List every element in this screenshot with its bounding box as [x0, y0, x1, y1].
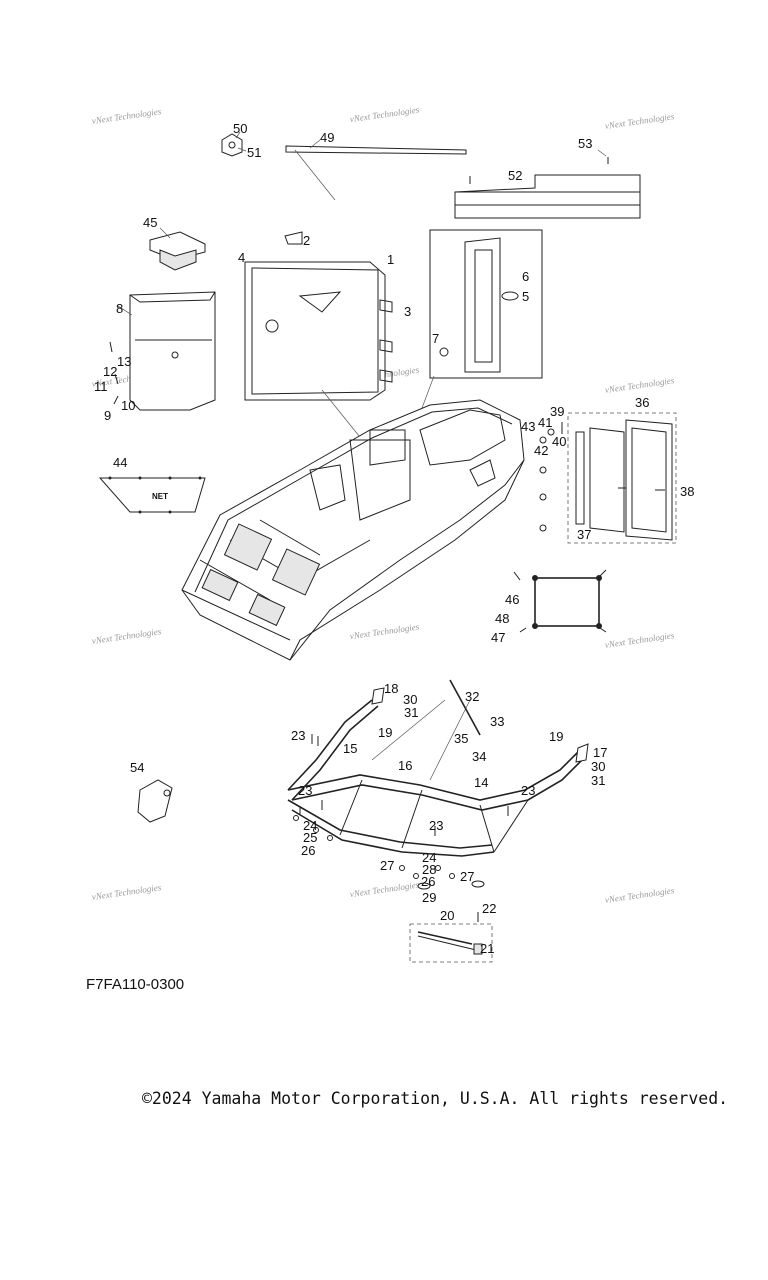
callout-9: 9 — [104, 408, 111, 423]
watermark: vNext Technologies — [604, 885, 675, 905]
part-net-44: NET — [98, 476, 206, 514]
callout-25: 25 — [303, 830, 317, 845]
callout-27b: 27 — [460, 869, 474, 884]
callout-13: 13 — [117, 354, 131, 369]
net-label: NET — [152, 492, 168, 501]
callout-23d: 23 — [521, 783, 535, 798]
callout-23a: 23 — [291, 728, 305, 743]
callout-12: 12 — [103, 364, 117, 379]
callout-32: 32 — [465, 689, 479, 704]
callout-30a: 30 — [403, 692, 417, 707]
copyright-notice: ©2024 Yamaha Motor Corporation, U.S.A. A… — [142, 1089, 729, 1108]
part-wiper-20 — [409, 912, 493, 963]
callout-10: 10 — [121, 398, 135, 413]
callout-52: 52 — [508, 168, 522, 183]
callout-51: 51 — [247, 145, 261, 160]
callout-37: 37 — [577, 527, 591, 542]
callout-18: 18 — [384, 681, 398, 696]
part-fasteners-39-43 — [539, 422, 563, 532]
part-box-45 — [149, 227, 206, 271]
callout-3: 3 — [404, 304, 411, 319]
callout-17: 17 — [593, 745, 607, 760]
callout-50: 50 — [233, 121, 247, 136]
boat-hull — [181, 399, 525, 661]
callout-21: 21 — [480, 941, 494, 956]
callout-41: 41 — [538, 415, 552, 430]
callout-36: 36 — [635, 395, 649, 410]
part-clip-50 — [221, 131, 247, 157]
callout-23c: 23 — [429, 818, 443, 833]
callout-40: 40 — [552, 434, 566, 449]
part-hatch-36 — [567, 412, 677, 544]
callout-7: 7 — [432, 331, 439, 346]
callout-42: 42 — [534, 443, 548, 458]
part-storage-bin-8 — [109, 291, 216, 411]
callout-54: 54 — [130, 760, 144, 775]
callout-44: 44 — [113, 455, 127, 470]
callout-48: 48 — [495, 611, 509, 626]
callout-11: 11 — [94, 379, 108, 394]
callout-33: 33 — [490, 714, 504, 729]
callout-28: 28 — [422, 862, 436, 877]
part-frame-46 — [513, 569, 607, 633]
callout-31b: 31 — [591, 773, 605, 788]
callout-26b: 26 — [421, 874, 435, 889]
callout-38: 38 — [680, 484, 694, 499]
detail-box-hinge — [429, 229, 543, 379]
callout-6: 6 — [522, 269, 529, 284]
callout-16: 16 — [398, 758, 412, 773]
callout-34: 34 — [472, 749, 486, 764]
watermark: vNext Technologies — [91, 106, 162, 126]
callout-23b: 23 — [298, 783, 312, 798]
watermark: vNext Technologies — [349, 621, 420, 641]
callout-4: 4 — [238, 250, 245, 265]
callout-20: 20 — [440, 908, 454, 923]
callout-29: 29 — [422, 890, 436, 905]
watermark: vNext Technologies — [349, 104, 420, 124]
callout-8: 8 — [116, 301, 123, 316]
callout-22: 22 — [482, 901, 496, 916]
callout-30b: 30 — [591, 759, 605, 774]
watermark: vNext Technologies — [349, 879, 420, 899]
diagram-code: F7FA110-0300 — [86, 976, 185, 993]
callout-15: 15 — [343, 741, 357, 756]
callout-26a: 26 — [301, 843, 315, 858]
callout-47: 47 — [491, 630, 505, 645]
part-mirror-54 — [137, 779, 173, 823]
watermark: vNext Technologies — [604, 111, 675, 131]
callout-5: 5 — [522, 289, 529, 304]
part-door-4 — [244, 231, 393, 401]
callout-24b: 24 — [422, 850, 436, 865]
watermark: vNext Technologies — [91, 882, 162, 902]
watermark: vNext Technologies — [604, 630, 675, 650]
callout-19: 19 — [378, 725, 392, 740]
watermark: vNext Technologies — [91, 626, 162, 646]
callout-46: 46 — [505, 592, 519, 607]
callout-53: 53 — [578, 136, 592, 151]
callout-27a: 27 — [380, 858, 394, 873]
callout-19b: 19 — [549, 729, 563, 744]
callout-49: 49 — [320, 130, 334, 145]
callout-14: 14 — [474, 775, 488, 790]
callout-31a: 31 — [404, 705, 418, 720]
part-fasteners-23-29 — [293, 734, 509, 890]
part-windshield — [287, 679, 589, 857]
callout-45: 45 — [143, 215, 157, 230]
callout-35: 35 — [454, 731, 468, 746]
callout-39: 39 — [550, 404, 564, 419]
callout-24a: 24 — [303, 818, 317, 833]
part-rod-49 — [285, 139, 467, 201]
callout-labels: 1 2 3 4 5 6 7 8 9 10 11 12 13 14 15 16 1… — [94, 121, 694, 956]
callout-2: 2 — [303, 233, 310, 248]
watermark: vNext Technologies — [604, 375, 675, 395]
callout-1: 1 — [387, 252, 394, 267]
callout-43: 43 — [521, 419, 535, 434]
part-tray-52 — [454, 149, 641, 219]
